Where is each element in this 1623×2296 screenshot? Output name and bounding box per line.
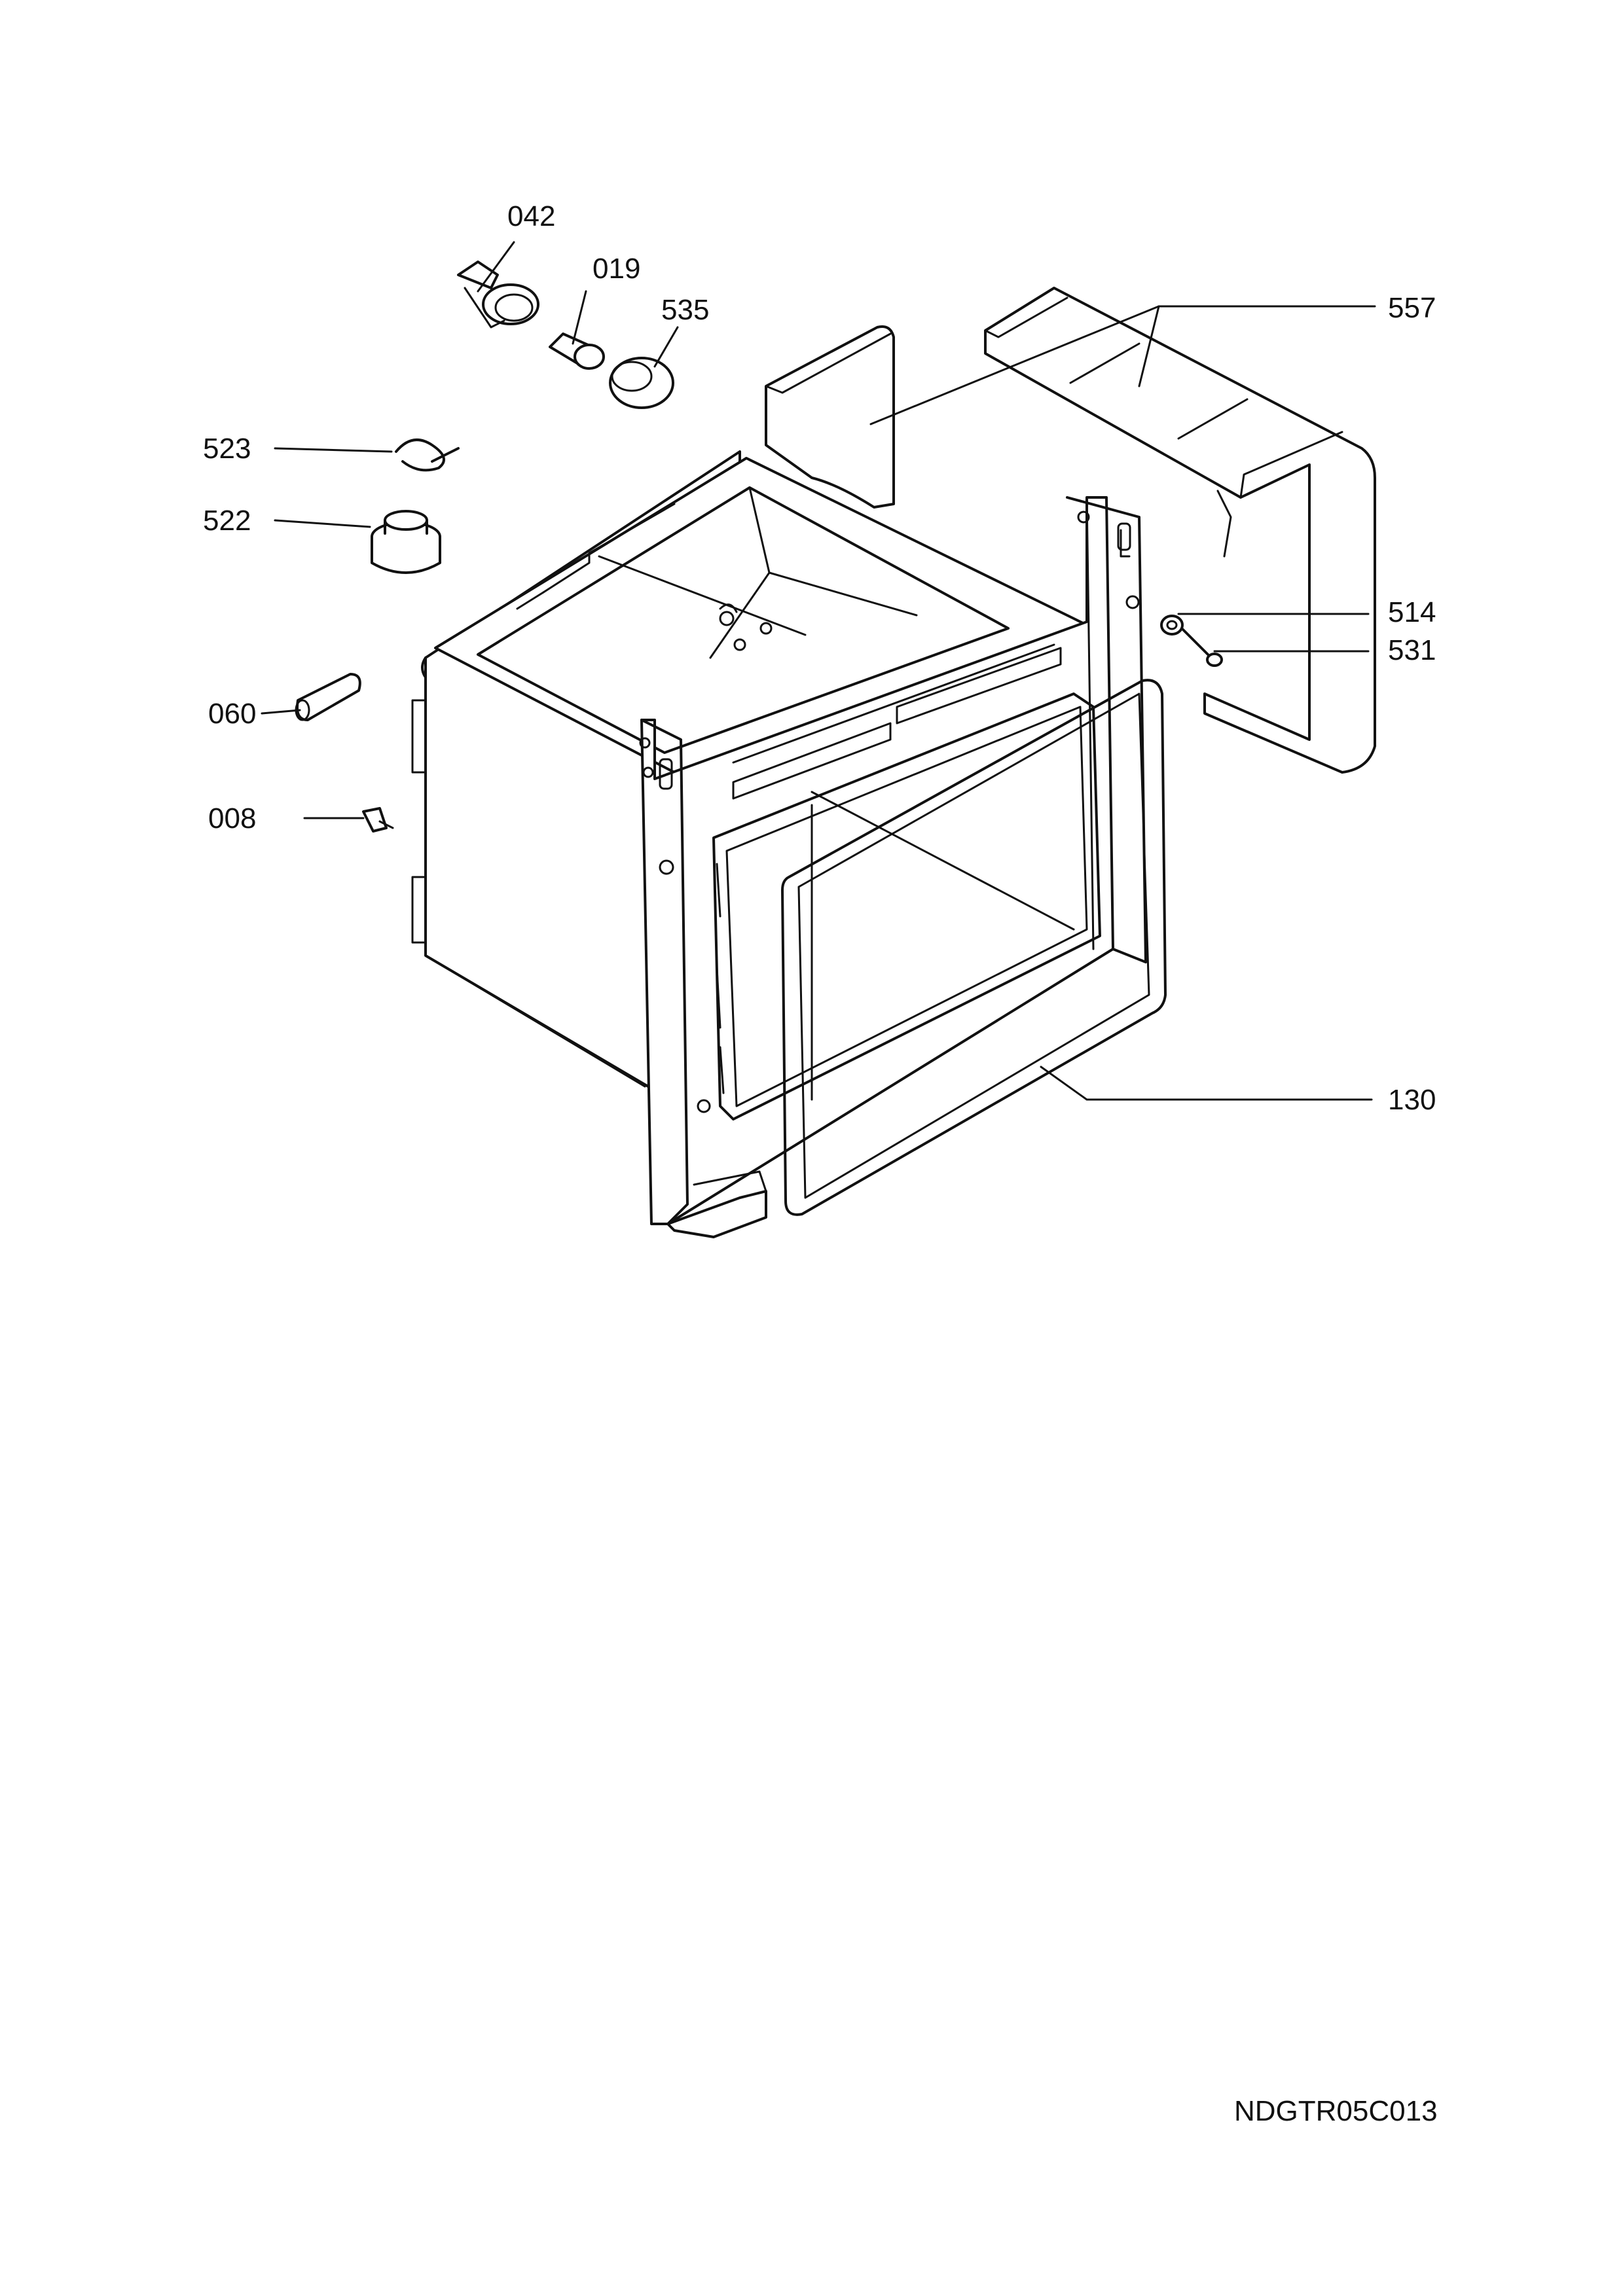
callout-523: 523	[203, 433, 251, 465]
nut-514	[1160, 615, 1184, 636]
callout-535: 535	[661, 294, 709, 326]
front-frame	[424, 496, 1147, 1238]
drawing-reference-code: NDGTR05C013	[1234, 2095, 1438, 2127]
callout-531: 531	[1388, 634, 1436, 666]
insulation-panels	[765, 287, 1376, 774]
callout-522: 522	[203, 505, 251, 537]
clip-523	[395, 439, 460, 472]
screw-008	[362, 807, 394, 833]
callout-060: 060	[208, 698, 256, 730]
tube-060	[295, 673, 361, 721]
screw-531	[1180, 627, 1223, 667]
callout-514: 514	[1388, 596, 1436, 628]
leader-lines	[261, 241, 1376, 1101]
knob-522	[371, 510, 441, 574]
part-callouts: 042 019 535 557 523 522 514 531 060 008 …	[203, 200, 1436, 1116]
callout-130: 130	[1388, 1084, 1436, 1116]
door-seal	[781, 679, 1167, 1216]
callout-019: 019	[593, 253, 640, 285]
lamp-holder-042	[457, 260, 539, 329]
callout-008: 008	[208, 802, 256, 834]
callout-042: 042	[507, 200, 555, 232]
callout-557: 557	[1388, 292, 1436, 324]
lamp-cover-535	[609, 357, 674, 409]
lamp-bulb-019	[549, 332, 605, 370]
